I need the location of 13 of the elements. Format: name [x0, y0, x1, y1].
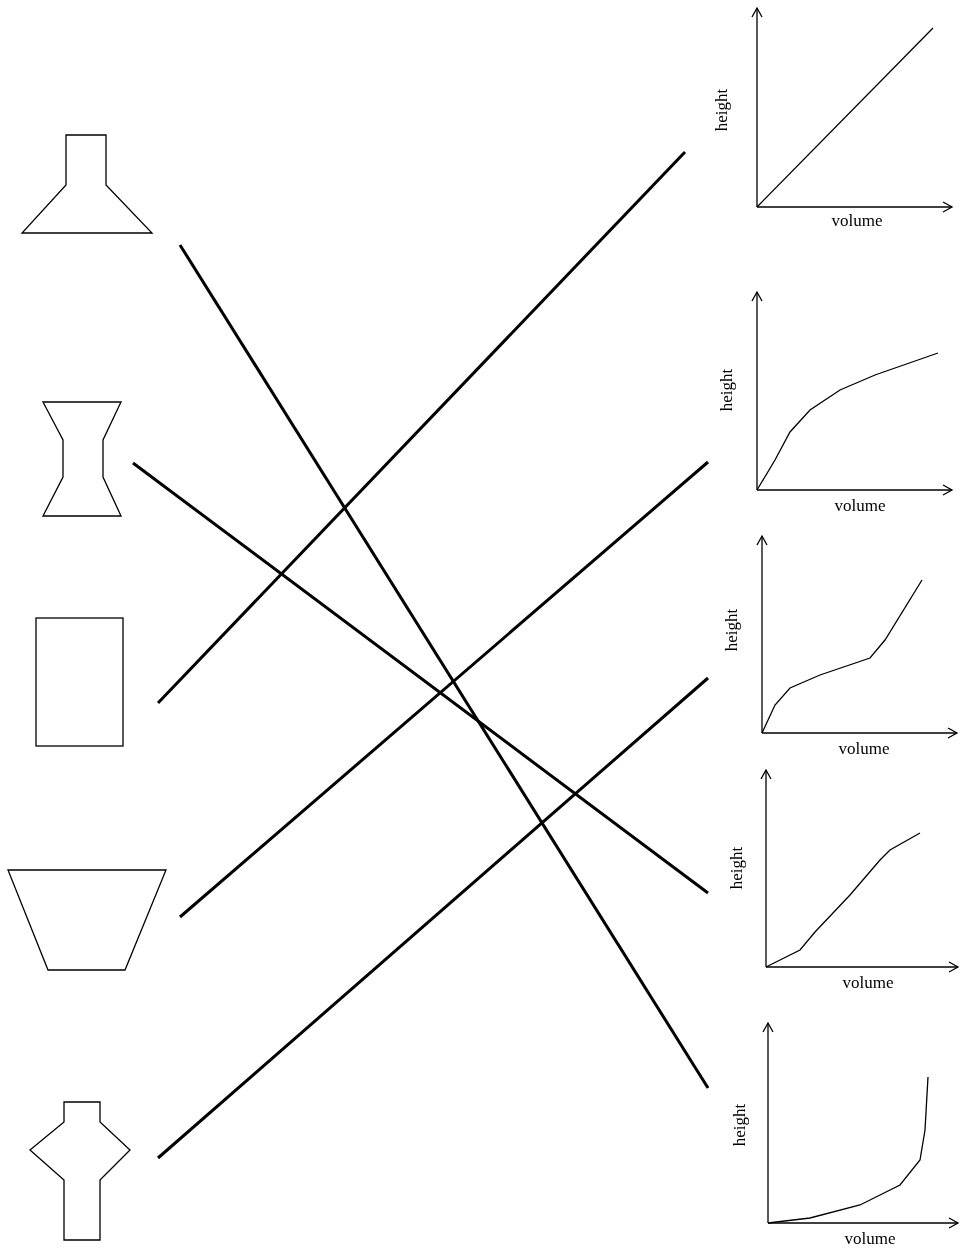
- axis-label: volume: [838, 740, 890, 758]
- connector-line: [156, 150, 687, 705]
- axis-label: height: [723, 608, 741, 652]
- axis-label: volume: [831, 212, 883, 230]
- axis-label: volume: [844, 1230, 896, 1248]
- axis-label: volume: [842, 974, 894, 992]
- axis-label: volume: [834, 497, 886, 515]
- axis-label: height: [728, 846, 746, 890]
- axis-label: height: [713, 88, 731, 132]
- connector-line: [178, 244, 710, 1089]
- axis-label: height: [718, 368, 736, 412]
- axis-label: height: [731, 1103, 749, 1147]
- connector-line: [157, 676, 709, 1160]
